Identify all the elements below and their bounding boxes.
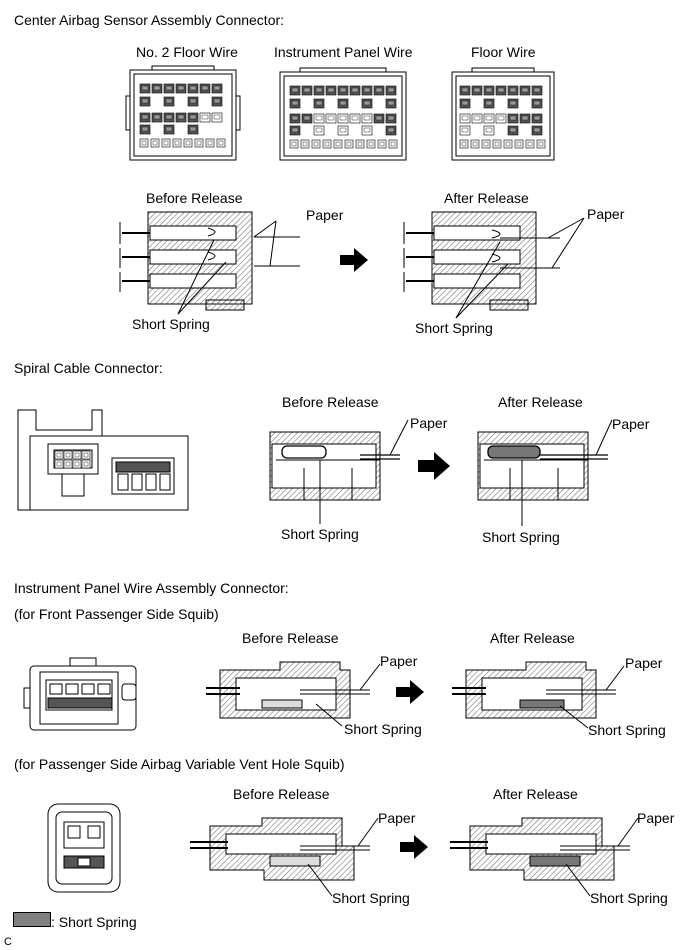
subheading-front-passenger: (for Front Passenger Side Squib) (14, 606, 219, 622)
connector-instrument-panel-wire (279, 67, 407, 161)
label-ipw1-paper-before: Paper (380, 653, 418, 669)
heading-ipw-assembly: Instrument Panel Wire Assembly Connector… (14, 580, 289, 596)
label-instrument-panel-wire: Instrument Panel Wire (274, 44, 413, 60)
ipw2-before-cross-section (190, 817, 379, 897)
label-center-spring-before: Short Spring (132, 316, 210, 332)
center-before-cross-section (119, 211, 300, 315)
label-ipw2-paper-before: Paper (378, 810, 416, 826)
legend-short-spring-swatch (13, 912, 51, 927)
connector-no2-floor-wire (125, 65, 241, 161)
label-ipw2-after: After Release (493, 786, 578, 802)
ipw-vent-hole-connector-front (47, 803, 121, 893)
center-after-cross-section (403, 211, 585, 319)
label-floor-wire: Floor Wire (471, 44, 536, 60)
connector-floor-wire (451, 67, 555, 161)
label-spiral-spring-after: Short Spring (482, 529, 560, 545)
ipw2-after-cross-section (450, 817, 639, 897)
ipw1-before-cross-section (206, 661, 381, 727)
subheading-vent-hole-squib: (for Passenger Side Airbag Variable Vent… (14, 756, 345, 772)
center-release-arrow (340, 248, 368, 272)
heading-spiral-cable: Spiral Cable Connector: (14, 360, 163, 376)
label-spiral-paper-after: Paper (612, 416, 650, 432)
label-spiral-paper-before: Paper (410, 415, 448, 431)
label-spiral-spring-before: Short Spring (281, 526, 359, 542)
label-center-paper-before: Paper (306, 207, 344, 223)
corner-mark: C (4, 936, 12, 948)
label-center-paper-after: Paper (587, 206, 625, 222)
heading-center-airbag: Center Airbag Sensor Assembly Connector: (14, 12, 285, 28)
spiral-before-cross-section (269, 419, 409, 524)
label-ipw2-spring-after: Short Spring (590, 890, 668, 906)
spiral-after-cross-section (477, 419, 613, 526)
legend-short-spring-label: : Short Spring (51, 914, 137, 930)
label-ipw2-before: Before Release (233, 786, 330, 802)
ipw1-release-arrow (396, 680, 424, 704)
spiral-release-arrow (418, 452, 450, 480)
label-ipw1-spring-before: Short Spring (344, 721, 422, 737)
label-ipw1-after: After Release (490, 630, 575, 646)
label-no2-floor-wire: No. 2 Floor Wire (136, 44, 238, 60)
label-ipw2-spring-before: Short Spring (332, 890, 410, 906)
label-spiral-before: Before Release (282, 394, 379, 410)
ipw2-release-arrow (400, 835, 428, 859)
spiral-cable-connector-front (17, 409, 189, 511)
label-ipw1-paper-after: Paper (625, 655, 663, 671)
label-center-before: Before Release (146, 190, 243, 206)
label-ipw1-spring-after: Short Spring (588, 722, 666, 738)
label-ipw2-paper-after: Paper (637, 810, 675, 826)
label-center-spring-after: Short Spring (415, 320, 493, 336)
ipw-front-passenger-connector-front (23, 657, 137, 731)
label-center-after: After Release (444, 190, 529, 206)
label-spiral-after: After Release (498, 394, 583, 410)
label-ipw1-before: Before Release (242, 630, 339, 646)
ipw1-after-cross-section (452, 661, 625, 729)
